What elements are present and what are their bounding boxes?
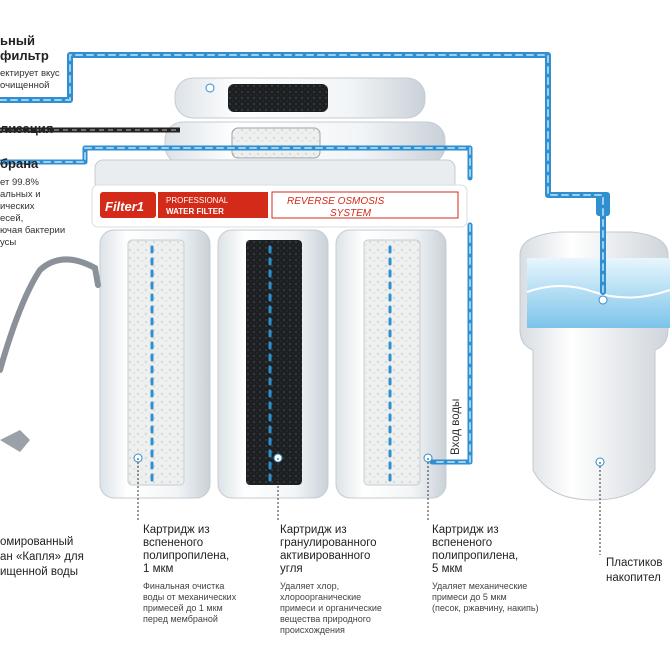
cartridge-3-title-line: вспененого [432,537,493,549]
cartridge-2-desc-line: происхождения [280,625,345,635]
mineralization-title: лизация [0,121,54,136]
membrane-desc-4: есей, [0,213,24,224]
carbon-filter-desc-1: ектирует вкус [0,68,60,79]
cartridge-1-desc-line: воды от механических [143,592,237,602]
vertical-housings [99,229,447,499]
mineralization-cartridge [231,127,321,159]
cartridge-1-pp-1um [127,239,185,486]
tank-label-1: Пластиков [606,557,663,569]
cartridge-2-desc-line: хлороорганические [280,592,362,602]
cartridge-2-desc-line: вещества природного [280,614,371,624]
carbon-filter-desc-2: очищенной [0,80,50,91]
cartridge-1-title-line: Картридж из [143,524,210,536]
cartridge-1-label: Картридж из вспененого полипропилена, 1 … [143,524,268,625]
water-inlet-label: Вход воды [450,398,462,455]
water-lines [0,52,606,482]
cartridge-1-desc-line: примесей до 1 мкм [143,603,223,613]
cartridge-2-title-line: Картридж из [280,524,347,536]
cartridge-3-desc-line: примеси до 5 мкм [432,592,507,602]
membrane-desc-5: ючая бактерии [0,225,66,236]
faucet [0,256,101,452]
cartridge-3-title-line: Картридж из [432,524,499,536]
cartridge-3-desc-line: (песок, ржавчину, накипь) [432,603,539,613]
cartridge-3-title-line: 5 мкм [432,563,463,575]
top-filter-housings [94,77,456,191]
label-connectors [137,458,601,555]
membrane-title: брана [0,156,39,171]
cartridge-1-title-line: 1 мкм [143,563,174,575]
cartridge-2-title-line: угля [280,563,303,575]
brand-logo: Filter1 [105,199,144,214]
cartridge-3-title-line: полипропилена, [432,550,519,562]
carbon-filter-title-2: фильтр [0,48,49,63]
cartridge-2-desc-line: примеси и органические [280,603,382,613]
cartridge-2-desc-line: Удаляет хлор, [280,581,340,591]
faucet-label-2: ан «Капля» для [0,551,84,563]
cartridge-2-title-line: гранулированного [280,537,377,549]
brand-line-1: PROFESSIONAL [166,196,229,205]
tank-label-2: накопител [606,572,661,584]
membrane-desc-2: альных и [0,189,41,200]
cartridge-1-title-line: полипропилена, [143,550,230,562]
brand-banner [91,184,468,228]
cartridge-3-desc-line: Удаляет механические [432,581,528,591]
cartridge-3-label: Картридж из вспененого полипропилена, 5 … [432,524,572,614]
system-title-1: REVERSE OSMOSIS [287,196,385,207]
post-carbon-cartridge [228,84,328,112]
system-title-2: SYSTEM [330,208,372,219]
cartridge-2-label: Картридж из гранулированного активирован… [280,524,420,636]
cartridge-2-title-line: активированного [280,550,371,562]
flow-markers [133,83,608,467]
cartridge-1-desc-line: Финальная очистка [143,581,225,591]
cartridge-3-pp-5um [363,239,421,486]
faucet-label-1: омированный [0,536,74,548]
faucet-label-3: ищенной воды [0,566,78,578]
membrane-desc-6: усы [0,237,17,248]
cartridge-2-carbon [246,240,302,485]
membrane-desc-3: ических [0,201,35,212]
membrane-desc-1: ет 99.8% [0,177,39,188]
storage-tank [519,192,670,501]
cartridge-1-desc-line: перед мембраной [143,614,218,624]
cartridge-1-title-line: вспененого [143,537,204,549]
carbon-filter-title-1: ьный [0,33,35,48]
brand-line-2: WATER FILTER [166,207,224,216]
